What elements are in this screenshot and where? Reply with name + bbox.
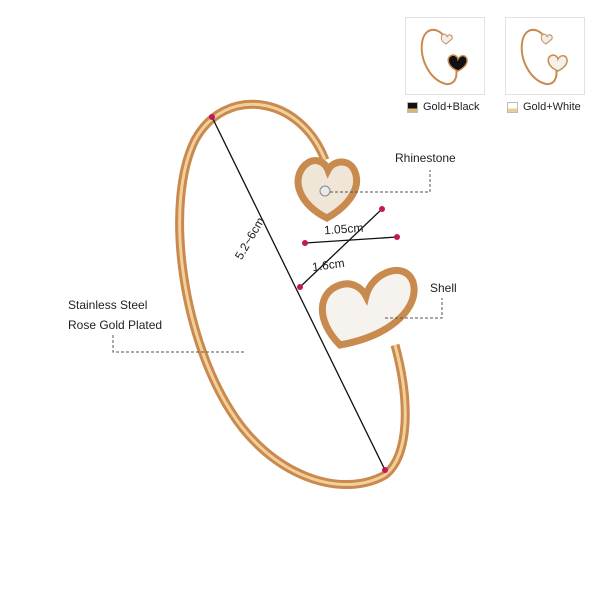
shell-leader <box>385 298 443 319</box>
rhinestone <box>319 185 331 197</box>
rhinestone-label: Rhinestone <box>395 151 456 165</box>
large-heart-dim-line <box>299 208 383 288</box>
small-heart-dim-line <box>304 236 398 244</box>
variant-thumb-gold-black[interactable] <box>405 17 485 95</box>
large-heart-charm <box>318 267 418 349</box>
material-leader <box>112 335 245 353</box>
variant-gold-black[interactable]: Gold+Black <box>407 101 480 113</box>
rhinestone-leader <box>330 170 431 193</box>
thumb-bangle-icon <box>520 28 568 86</box>
variant-label: Gold+White <box>523 101 581 113</box>
diameter-line <box>211 116 386 471</box>
color-swatch-icon <box>507 101 518 113</box>
variant-thumb-gold-white[interactable] <box>505 17 585 95</box>
material-label-line2: Rose Gold Plated <box>68 318 163 332</box>
small-heart-size-label: 1.05cm <box>323 220 364 238</box>
small-heart-charm <box>294 157 360 222</box>
variant-gold-white[interactable]: Gold+White <box>507 101 581 113</box>
thumb-bangle-icon <box>420 28 468 86</box>
variant-label: Gold+Black <box>423 101 480 113</box>
shell-label: Shell <box>430 281 457 295</box>
color-swatch-icon <box>407 101 418 113</box>
material-label-line1: Stainless Steel <box>68 298 148 312</box>
